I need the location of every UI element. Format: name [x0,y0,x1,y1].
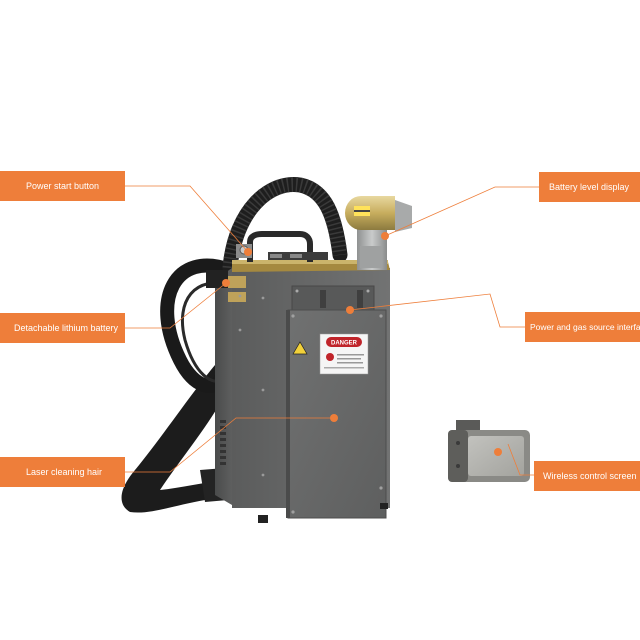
label-detachable-lithium-battery: Detachable lithium battery [0,313,125,343]
shoulder-strap [121,365,230,513]
callout-lines [125,185,539,476]
device-top-rim [232,262,390,272]
thin-cable [180,281,233,383]
label-laser-cleaning-hair: Laser cleaning hair [0,457,125,487]
danger-sign-text: DANGER [331,341,358,347]
hose-ridges [222,176,348,269]
wireless-control-screen[interactable] [448,420,530,482]
callout-dots [222,232,502,456]
label-power-start-button: Power start button [0,171,125,201]
label-power-gas-interface: Power and gas source interface [525,312,640,342]
label-wireless-control-screen: Wireless control screen [534,461,640,491]
side-vent [220,420,226,465]
label-battery-level-display: Battery level display [539,172,640,202]
device-side-panel [215,268,232,505]
laser-hose [160,258,237,393]
front-panel [287,309,387,519]
laser-warning-icon [326,353,334,361]
laser-hazard-icon [292,341,308,355]
carry-handle [247,231,313,262]
